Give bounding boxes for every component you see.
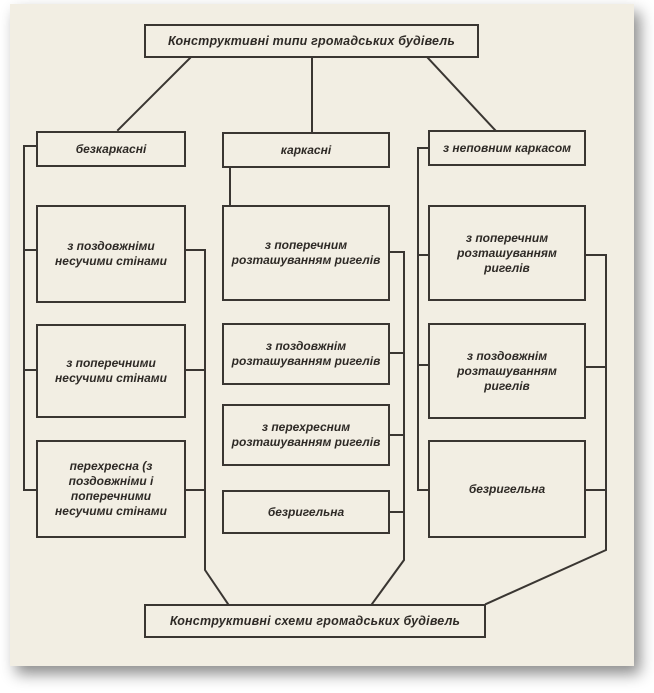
header-frameless-label: безкаркасні — [75, 141, 147, 156]
connector-right-bracket — [417, 147, 429, 491]
item-partial-longitudinal: з поздовжнім розташуванням ригелів — [428, 323, 586, 419]
header-partial-frame: з неповним каркасом — [428, 130, 586, 166]
item-label: з поздовжнім розташуванням ригелів — [457, 348, 557, 393]
item-label: з поздовжнім розташуванням ригелів — [231, 339, 381, 368]
header-frameless: безкаркасні — [36, 131, 186, 167]
item-label: перехресна (з поздовжніми і поперечними … — [55, 459, 167, 518]
header-framed: каркасні — [222, 132, 390, 168]
item-framed-cross: з перехресним розташуванням ригелів — [222, 404, 390, 466]
item-label: з поперечними несучими стінами — [55, 356, 167, 385]
header-framed-label: каркасні — [280, 142, 332, 157]
item-framed-longitudinal: з поздовжнім розташуванням ригелів — [222, 323, 390, 385]
connector-center-bottom — [370, 251, 405, 606]
item-label: з поперечним розташуванням ригелів — [457, 230, 557, 275]
bottom-box: Конструктивні схеми громадських будівель — [144, 604, 486, 638]
item-framed-transverse: з поперечним розташуванням ригелів — [222, 205, 390, 301]
item-label: з поперечним розташуванням ригелів — [231, 238, 381, 267]
item-frameless-longitudinal: з поздовжніми несучими стінами — [36, 205, 186, 303]
item-label: з поздовжніми несучими стінами — [55, 239, 167, 268]
connector-left-bottom — [185, 249, 230, 606]
root-box: Конструктивні типи громадських будівель — [144, 24, 479, 58]
diagram-sheet — [10, 4, 634, 666]
connector-root-left — [116, 56, 192, 132]
item-label: з перехресним розташуванням ригелів — [231, 420, 381, 449]
item-framed-beamless: безригельна — [222, 490, 390, 534]
item-frameless-transverse: з поперечними несучими стінами — [36, 324, 186, 418]
connector-root-right — [426, 56, 497, 132]
item-frameless-cross: перехресна (з поздовжніми і поперечними … — [36, 440, 186, 538]
header-partial-frame-label: з неповним каркасом — [442, 140, 572, 155]
bottom-label: Конструктивні схеми громадських будівель — [169, 613, 461, 628]
item-label: безригельна — [468, 481, 546, 496]
connector-left-bracket — [23, 145, 37, 491]
root-label: Конструктивні типи громадських будівель — [168, 33, 455, 48]
connector-right-bottom — [484, 254, 607, 606]
item-partial-transverse: з поперечним розташуванням ригелів — [428, 205, 586, 301]
item-partial-beamless: безригельна — [428, 440, 586, 538]
item-label: безригельна — [267, 504, 345, 519]
